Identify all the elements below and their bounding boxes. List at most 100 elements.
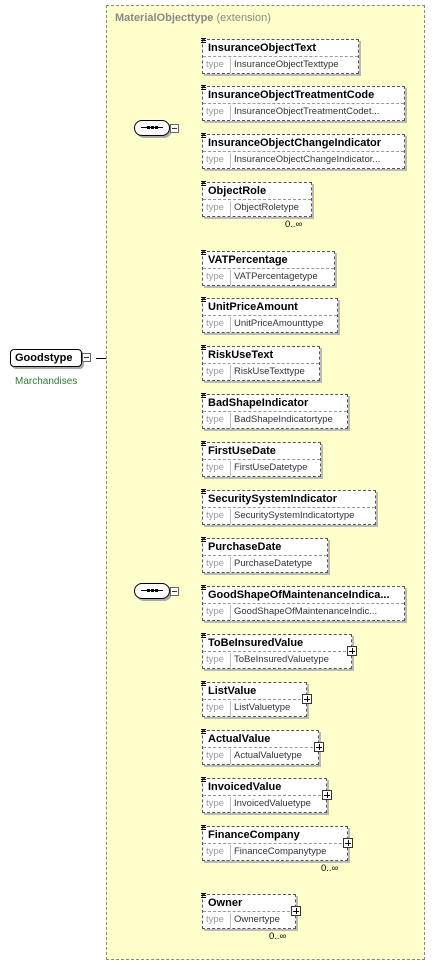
element-marker-icon [201, 489, 206, 494]
type-label: type [206, 914, 224, 925]
element-name: ActualValue [208, 733, 271, 745]
element-goodshapeofmaintenanceindica[interactable]: GoodShapeOfMaintenanceIndica... type GoodS… [201, 585, 405, 621]
element-marker-icon [201, 133, 206, 138]
type-divider [203, 555, 327, 557]
expand-listvalue-icon[interactable] [302, 694, 312, 704]
element-name: PurchaseDate [208, 541, 282, 553]
type-value: SecuritySystemIndicatortype [234, 510, 355, 521]
type-value: Ownertype [234, 914, 280, 925]
type-label: type [206, 318, 224, 329]
element-marker-icon [201, 893, 206, 898]
sequence-compositor-1[interactable] [134, 120, 170, 136]
type-divider [203, 507, 375, 509]
type-divider [203, 363, 319, 365]
element-name: SecuritySystemIndicator [208, 493, 337, 505]
root-annotation: Marchandises [15, 376, 78, 387]
type-divider [203, 56, 358, 58]
element-marker-icon [201, 38, 206, 43]
type-separator [230, 461, 231, 476]
type-separator [230, 365, 231, 380]
element-marker-icon [201, 441, 206, 446]
extension-title: MaterialObjecttype (extension) [115, 12, 271, 24]
expand-owner-icon[interactable] [291, 906, 301, 916]
collapse-root-icon[interactable] [82, 353, 91, 362]
type-label: type [206, 606, 224, 617]
type-value: ObjectRoletype [234, 202, 299, 213]
type-separator [230, 58, 231, 73]
expand-actualvalue-icon[interactable] [314, 742, 324, 752]
type-value: VATPercentagetype [234, 271, 318, 282]
element-name: InsuranceObjectText [208, 42, 316, 54]
type-divider [203, 268, 334, 270]
element-marker-icon [201, 777, 206, 782]
element-marker-icon [201, 585, 206, 590]
sequence-dot [147, 126, 150, 129]
expand-tobeinsuredvalue-icon[interactable] [347, 646, 357, 656]
expand-invoicedvalue-icon[interactable] [322, 790, 332, 800]
type-label: type [206, 798, 224, 809]
type-separator [230, 270, 231, 285]
expand-financecompany-icon[interactable] [343, 838, 353, 848]
element-name: GoodShapeOfMaintenanceIndica... [208, 589, 390, 601]
type-divider [203, 151, 404, 153]
type-label: type [206, 59, 224, 70]
collapse-sequence-2-icon[interactable] [170, 587, 179, 596]
sequence-dot [155, 589, 158, 592]
root-element-goodstype[interactable]: Goodstype [10, 349, 82, 367]
extension-suffix: (extension) [216, 12, 271, 24]
type-separator [230, 605, 231, 620]
type-divider [203, 199, 311, 201]
element-name: FirstUseDate [208, 445, 276, 457]
element-name: ListValue [208, 685, 257, 697]
type-divider [203, 315, 337, 317]
type-divider [203, 843, 347, 845]
element-marker-icon [201, 537, 206, 542]
type-divider [203, 103, 404, 105]
type-separator [230, 701, 231, 716]
type-separator [230, 797, 231, 812]
element-marker-icon [201, 825, 206, 830]
type-separator [230, 653, 231, 668]
element-marker-icon [201, 729, 206, 734]
type-label: type [206, 510, 224, 521]
type-separator [230, 153, 231, 168]
type-value: RiskUseTexttype [234, 366, 305, 377]
type-divider [203, 699, 306, 701]
type-label: type [206, 202, 224, 213]
type-value: GoodShapeOfMaintenanceIndic... [234, 606, 378, 617]
type-label: type [206, 654, 224, 665]
element-name: Owner [208, 897, 243, 909]
type-separator [230, 749, 231, 764]
element-marker-icon [201, 181, 206, 186]
element-name: ToBeInsuredValue [208, 637, 304, 649]
occurrence-label: 0..∞ [321, 863, 339, 874]
type-divider [203, 747, 318, 749]
type-value: PurchaseDatetype [234, 558, 313, 569]
element-marker-icon [201, 633, 206, 638]
root-element-label: Goodstype [15, 352, 73, 364]
type-label: type [206, 271, 224, 282]
type-value: InsuranceObjectChangeIndicator... [234, 154, 381, 165]
type-divider [203, 651, 351, 653]
sequence-compositor-2[interactable] [134, 583, 170, 599]
type-separator [230, 317, 231, 332]
collapse-sequence-1-icon[interactable] [170, 124, 179, 133]
element-name: FinanceCompany [208, 829, 300, 841]
